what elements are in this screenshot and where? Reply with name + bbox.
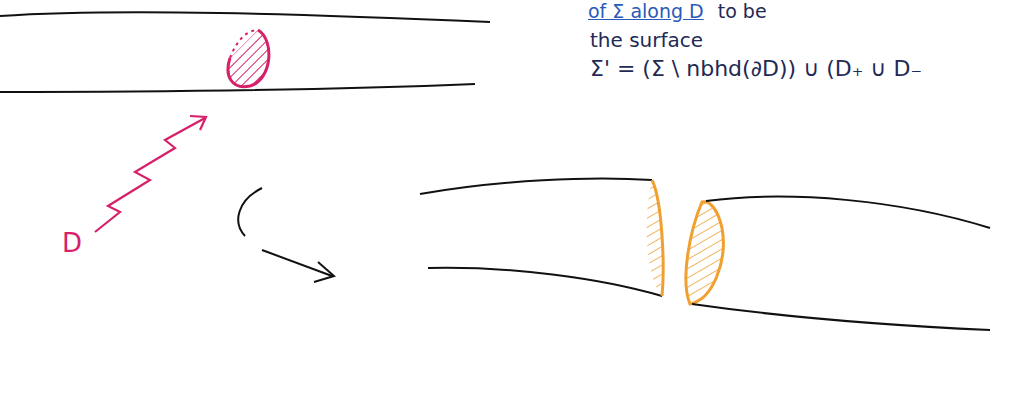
- note-text: to be: [718, 0, 767, 22]
- disk-hatch: [647, 182, 662, 294]
- tube-outline: [420, 179, 652, 194]
- tube-outline: [706, 197, 990, 228]
- note-text: the surface: [590, 28, 703, 52]
- disk-label: D: [62, 228, 82, 258]
- tube-outline: [0, 12, 490, 22]
- tube-outline: [692, 304, 990, 330]
- curved-arrow: [238, 188, 262, 236]
- arrowhead: [314, 262, 334, 282]
- formula-text: Σ' = (Σ \ nbhd(∂D)) ∪ (D₊ ∪ D₋: [590, 56, 922, 81]
- squiggle-pointer: [95, 118, 205, 232]
- arrow-line: [262, 250, 332, 276]
- tube-outline: [428, 268, 662, 296]
- disk-d-back: [230, 30, 258, 58]
- arrowhead: [190, 116, 206, 130]
- note-text: of Σ along D: [588, 0, 704, 22]
- disk-d: [228, 30, 269, 87]
- disk-d-minus: [686, 202, 723, 304]
